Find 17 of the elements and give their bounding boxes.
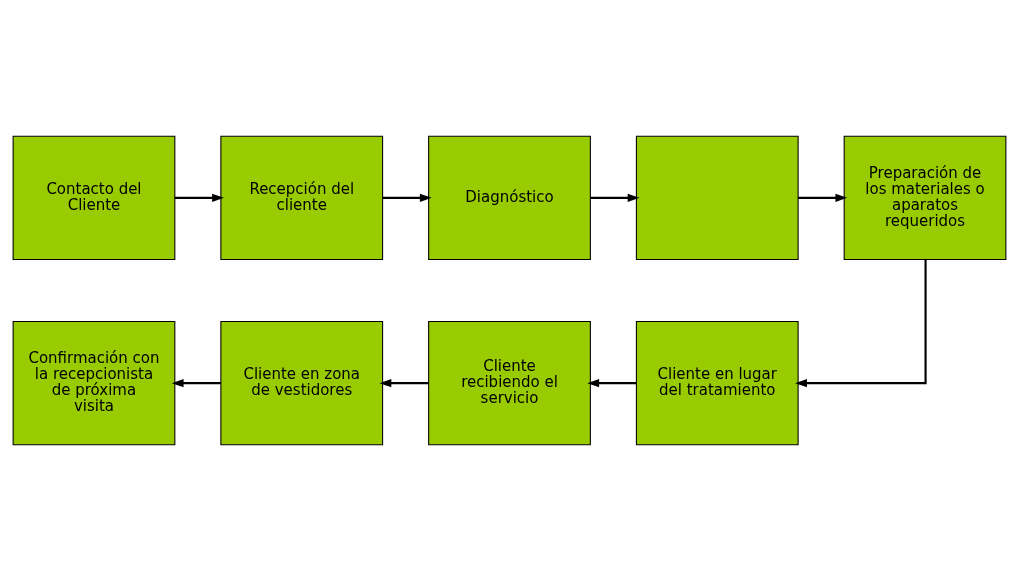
node-box: Recepción del cliente — [220, 135, 384, 260]
node-box: Contacto del Cliente — [12, 135, 176, 260]
node-box: Cliente recibiendo el servicio — [428, 321, 591, 446]
arrow — [795, 259, 927, 388]
node-box — [635, 135, 799, 260]
arrow — [587, 379, 637, 388]
arrow — [379, 379, 429, 388]
arrow — [171, 379, 221, 388]
node-box: Confirmación con la recepcionista de próxima visita — [12, 321, 176, 446]
node-box: Diagnóstico — [428, 135, 591, 260]
node-box: Cliente en lugar del tratamiento — [635, 321, 799, 446]
arrow — [798, 193, 848, 202]
node-box: Preparación de los materiales o aparatos requeridos — [843, 135, 1007, 260]
arrow — [590, 193, 640, 202]
node-box: Cliente en zona de vestidores — [220, 321, 384, 446]
arrow — [382, 193, 432, 202]
arrow — [174, 193, 224, 202]
